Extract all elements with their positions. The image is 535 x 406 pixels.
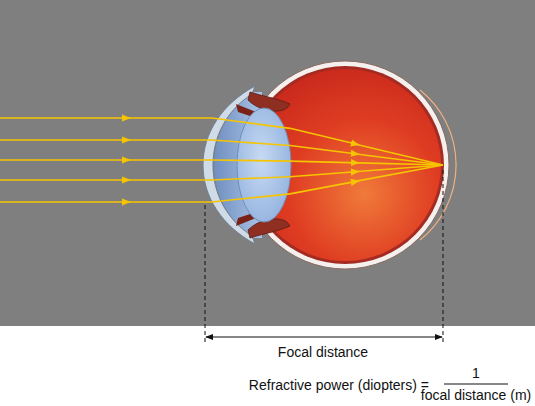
light-ray [290, 171, 359, 176]
light-ray [0, 159, 130, 161]
light-ray [0, 201, 130, 203]
fraction-bar [444, 384, 508, 385]
light-ray [358, 165, 443, 171]
light-ray [290, 128, 359, 144]
dimension-arrow [206, 336, 442, 337]
light-rays [0, 118, 443, 202]
fraction-denominator: focal distance (m) [421, 387, 531, 403]
light-ray [0, 139, 130, 141]
light-ray [128, 194, 290, 202]
dimension-guide [205, 205, 206, 345]
dimension-guide [443, 170, 444, 345]
light-ray [358, 145, 443, 165]
light-ray [128, 177, 290, 180]
light-ray [128, 118, 290, 128]
light-ray [0, 117, 130, 119]
light-ray [128, 140, 290, 146]
formula-text: Refractive power (diopters) = [249, 377, 429, 393]
dimension-label: Focal distance [278, 344, 368, 360]
light-ray [358, 165, 443, 181]
fraction-numerator: 1 [472, 365, 480, 381]
light-ray [290, 146, 359, 155]
light-ray [290, 181, 359, 194]
light-ray [290, 161, 359, 163]
light-ray [0, 179, 130, 181]
light-ray [128, 160, 290, 161]
light-ray [358, 154, 443, 165]
background-panel [0, 0, 535, 326]
ciliary-body [248, 92, 290, 111]
ciliary-body [248, 219, 290, 238]
light-ray [358, 163, 443, 165]
